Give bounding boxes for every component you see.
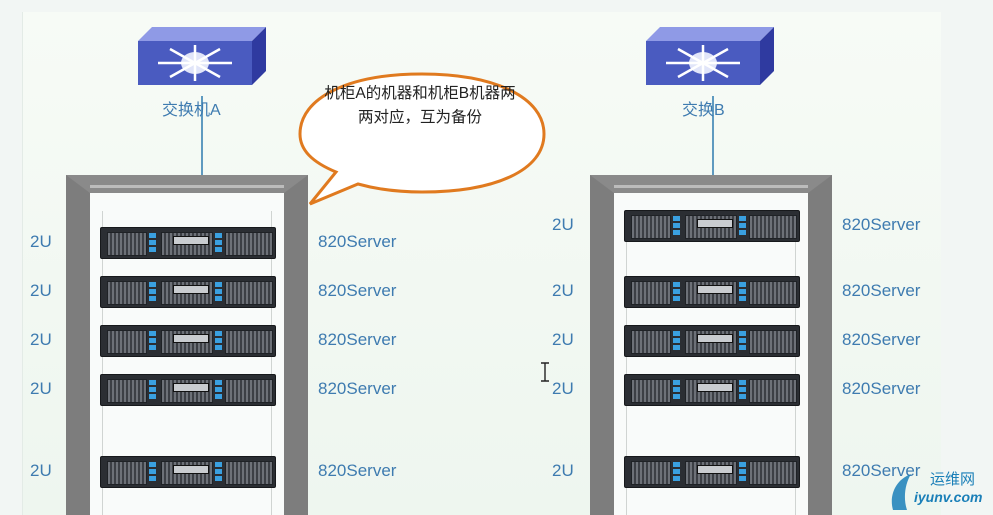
server-b-3: [624, 325, 800, 357]
server-a-2: [100, 276, 276, 308]
server-bay: [631, 461, 671, 485]
server-bay: [631, 330, 671, 354]
server-bay: [225, 232, 273, 256]
rack-a-server-label: 820Server: [318, 461, 397, 480]
server-b-5: [624, 456, 800, 488]
server-leds: [673, 462, 680, 482]
callout-bubble: [298, 72, 546, 206]
server-bay: [225, 379, 273, 403]
server-a-4: [100, 374, 276, 406]
rack-b-server-label: 820Server: [842, 330, 921, 349]
server-leds: [149, 282, 156, 302]
watermark-site-name: 运维网: [930, 471, 976, 488]
server-leds: [215, 462, 222, 482]
server-leds: [215, 282, 222, 302]
server-slot: [697, 219, 733, 228]
watermark-logo-icon: [891, 474, 911, 510]
server-leds: [673, 331, 680, 351]
server-b-4: [624, 374, 800, 406]
watermark-domain: iyunv.com: [914, 489, 983, 505]
server-bay: [749, 461, 797, 485]
server-leds: [739, 380, 746, 400]
rack-b-unit-label: 2U: [552, 215, 574, 234]
text-cursor-icon: [541, 362, 549, 382]
server-slot: [173, 383, 209, 392]
server-slot: [697, 465, 733, 474]
server-bay: [749, 281, 797, 305]
rack-b-server-label: 820Server: [842, 215, 921, 234]
server-a-5: [100, 456, 276, 488]
server-leds: [149, 233, 156, 253]
server-leds: [739, 331, 746, 351]
server-slot: [697, 285, 733, 294]
server-b-1: [624, 210, 800, 242]
server-slot: [173, 334, 209, 343]
rack-b-left-rail: [626, 211, 627, 515]
server-bay: [225, 330, 273, 354]
rack-a-server-label: 820Server: [318, 379, 397, 398]
rack-a-unit-label: 2U: [30, 379, 52, 398]
uplink-line-a: [201, 96, 203, 176]
rack-a-server-label: 820Server: [318, 281, 397, 300]
server-bay: [631, 215, 671, 239]
server-leds: [149, 380, 156, 400]
server-bay: [107, 379, 147, 403]
server-b-2: [624, 276, 800, 308]
server-bay: [225, 281, 273, 305]
rack-b-server-label: 820Server: [842, 461, 921, 480]
server-leds: [739, 216, 746, 236]
rack-a-right-rail: [271, 211, 272, 515]
server-bay: [107, 232, 147, 256]
rack-a-server-label: 820Server: [318, 232, 397, 251]
server-leds: [673, 216, 680, 236]
server-leds: [215, 380, 222, 400]
uplink-line-b: [712, 96, 714, 176]
server-leds: [739, 462, 746, 482]
rack-b-unit-label: 2U: [552, 379, 574, 398]
server-slot: [697, 334, 733, 343]
server-leds: [149, 462, 156, 482]
rack-b-server-label: 820Server: [842, 281, 921, 300]
server-a-1: [100, 227, 276, 259]
server-bay: [631, 281, 671, 305]
server-bay: [749, 379, 797, 403]
server-leds: [673, 282, 680, 302]
server-leds: [215, 233, 222, 253]
server-slot: [173, 236, 209, 245]
rack-b-unit-label: 2U: [552, 330, 574, 349]
server-slot: [697, 383, 733, 392]
rack-a-left-rail: [102, 211, 103, 515]
server-bay: [631, 379, 671, 403]
rack-b-right-rail: [795, 211, 796, 515]
rack-b-unit-label: 2U: [552, 281, 574, 300]
rack-b-unit-label: 2U: [552, 461, 574, 480]
rack-a-unit-label: 2U: [30, 232, 52, 251]
server-leds: [215, 331, 222, 351]
server-a-3: [100, 325, 276, 357]
switch-b-label: 交换B: [682, 102, 725, 119]
switch-b-icon: [646, 27, 774, 85]
server-leds: [673, 380, 680, 400]
server-bay: [107, 330, 147, 354]
rack-a-unit-label: 2U: [30, 461, 52, 480]
switch-a-icon: [138, 27, 266, 85]
server-bay: [107, 281, 147, 305]
rack-a-unit-label: 2U: [30, 281, 52, 300]
callout-text: 机柜A的机器和机柜B机器两两对应，互为备份: [324, 85, 516, 126]
server-slot: [173, 465, 209, 474]
rack-b-server-label: 820Server: [842, 379, 921, 398]
server-bay: [749, 215, 797, 239]
server-bay: [749, 330, 797, 354]
rack-a-server-label: 820Server: [318, 330, 397, 349]
server-bay: [107, 461, 147, 485]
server-leds: [149, 331, 156, 351]
rack-a-unit-label: 2U: [30, 330, 52, 349]
server-leds: [739, 282, 746, 302]
switch-a-label: 交换机A: [162, 102, 221, 119]
server-bay: [225, 461, 273, 485]
server-slot: [173, 285, 209, 294]
